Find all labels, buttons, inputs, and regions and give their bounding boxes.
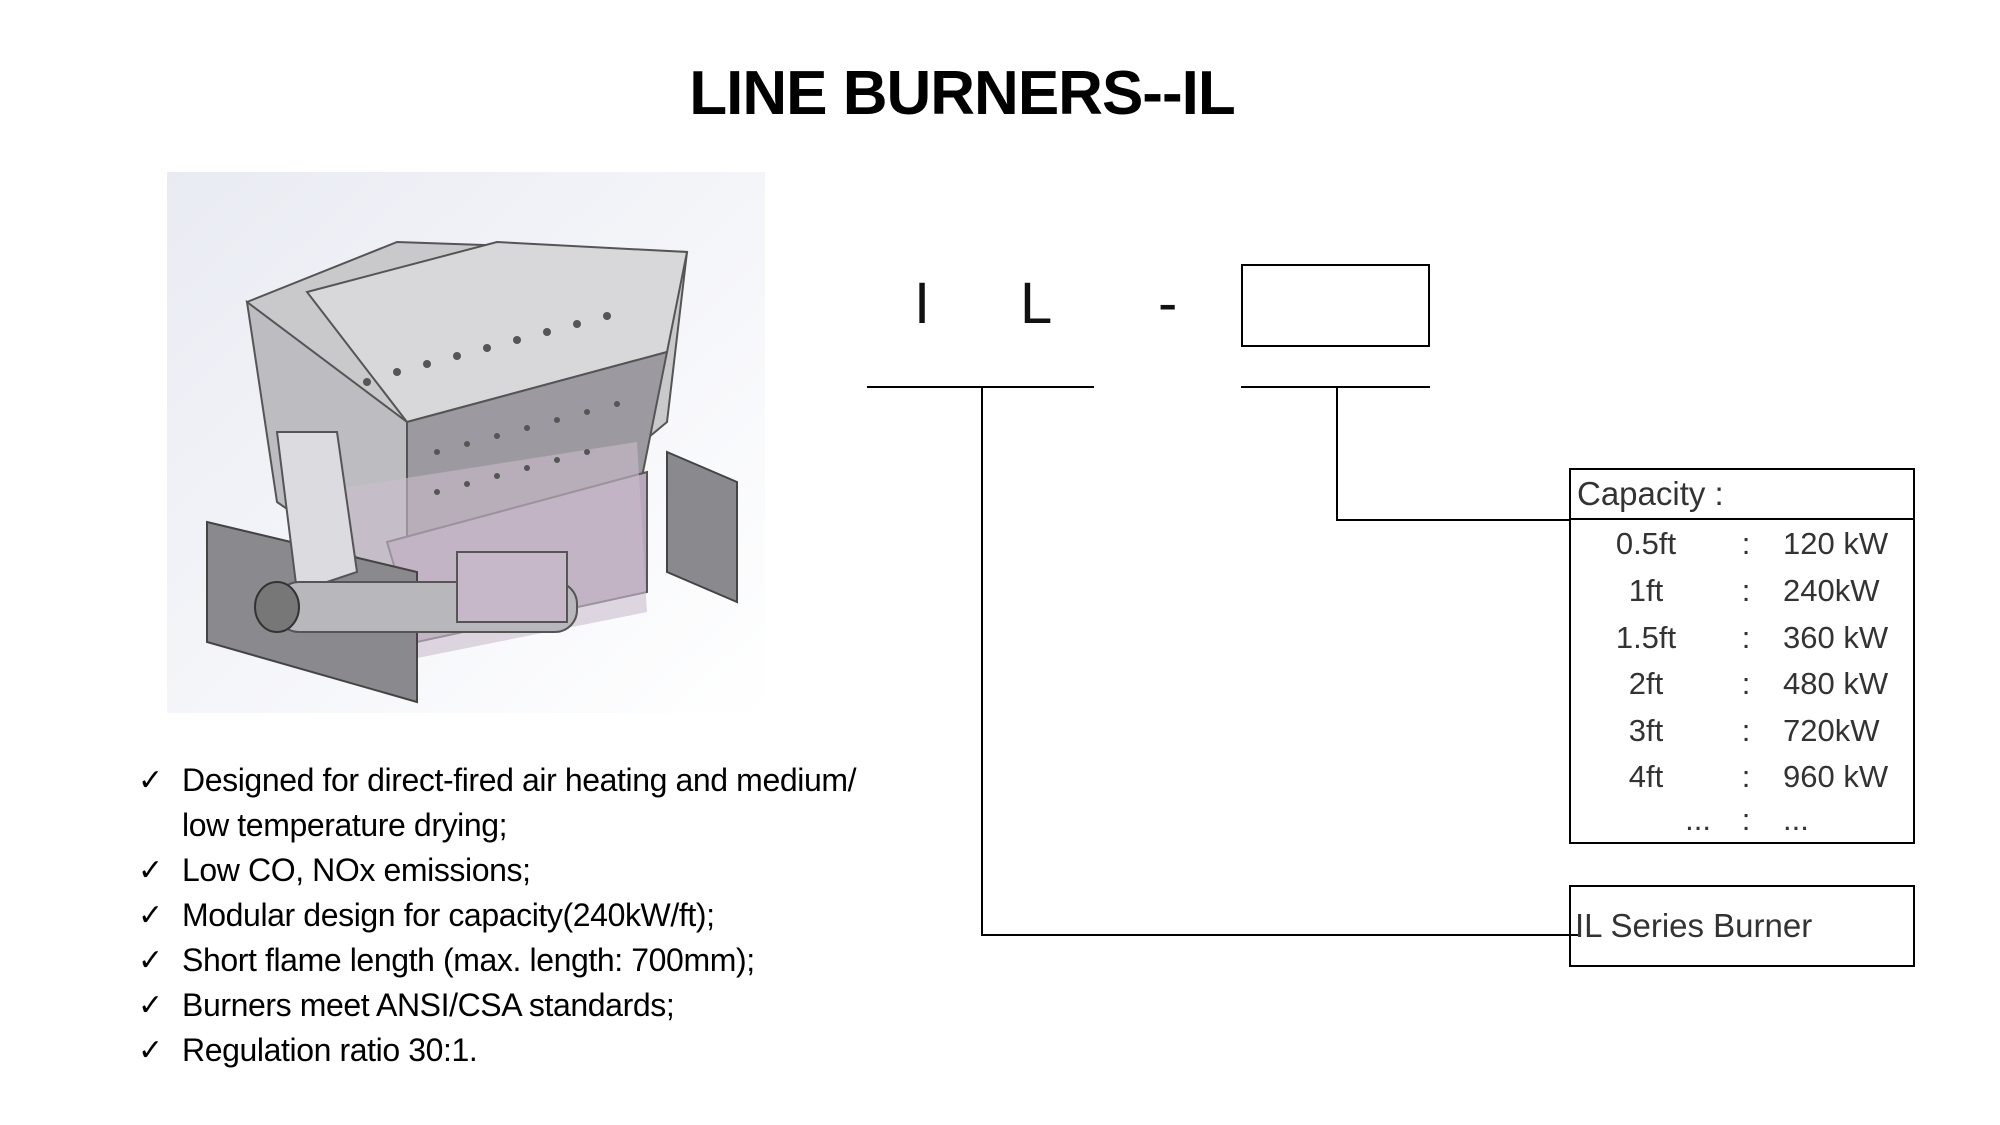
connector-series-horizontal xyxy=(981,934,1578,936)
model-code-letter-i: I xyxy=(914,271,931,336)
length: 3ft xyxy=(1628,713,1664,748)
length: 4ft xyxy=(1628,759,1664,794)
check-icon: ✓ xyxy=(138,944,163,977)
capacity-row: ...:... xyxy=(1571,802,1913,842)
separator: : xyxy=(1741,526,1751,561)
feature-item: ✓Modular design for capacity(240kW/ft); xyxy=(138,893,902,938)
connector-series-vertical xyxy=(981,387,983,936)
check-icon: ✓ xyxy=(138,899,163,932)
capacity-header: Capacity : xyxy=(1571,470,1913,520)
separator: : xyxy=(1741,620,1751,655)
connector-capacity-horizontal xyxy=(1336,519,1570,521)
capacity-row: 3ft:720kW xyxy=(1571,713,1913,753)
length: 1.5ft xyxy=(1615,620,1677,655)
capacity-row: 0.5ft:120 kW xyxy=(1571,526,1913,566)
length: 2ft xyxy=(1628,666,1664,701)
separator: : xyxy=(1741,802,1751,837)
check-icon: ✓ xyxy=(138,989,163,1022)
separator: : xyxy=(1741,713,1751,748)
underline-capacity xyxy=(1241,386,1430,388)
power: 480 kW xyxy=(1783,666,1889,701)
capacity-row: 2ft:480 kW xyxy=(1571,666,1913,706)
underline-series xyxy=(867,386,1094,388)
model-code-letter-l: L xyxy=(1020,271,1053,336)
feature-item: ✓Designed for direct-fired air heating a… xyxy=(138,758,902,848)
series-label-box: IL Series Burner xyxy=(1569,885,1915,967)
feature-list: ✓Designed for direct-fired air heating a… xyxy=(138,758,902,1073)
check-icon: ✓ xyxy=(138,854,163,887)
series-label: IL Series Burner xyxy=(1575,907,1813,944)
length: 1ft xyxy=(1628,573,1664,608)
separator: : xyxy=(1741,573,1751,608)
power: 960 kW xyxy=(1783,759,1889,794)
model-code-dash: - xyxy=(1158,271,1178,336)
length: ... xyxy=(1685,802,1711,837)
model-code-capacity-slot xyxy=(1241,264,1430,347)
power: 360 kW xyxy=(1783,620,1889,655)
capacity-row: 1.5ft:360 kW xyxy=(1571,620,1913,660)
connector-capacity-vertical xyxy=(1336,387,1338,520)
capacity-row: 1ft:240kW xyxy=(1571,573,1913,613)
separator: : xyxy=(1741,666,1751,701)
separator: : xyxy=(1741,759,1751,794)
feature-item: ✓Regulation ratio 30:1. xyxy=(138,1028,902,1073)
feature-item: ✓Low CO, NOx emissions; xyxy=(138,848,902,893)
burner-product-image xyxy=(167,172,765,713)
check-icon: ✓ xyxy=(138,1034,163,1067)
capacity-table: Capacity : 0.5ft:120 kW 1ft:240kW 1.5ft:… xyxy=(1569,468,1915,844)
length: 0.5ft xyxy=(1615,526,1677,561)
check-icon: ✓ xyxy=(138,764,163,797)
feature-item: ✓Burners meet ANSI/CSA standards; xyxy=(138,983,902,1028)
power: 240kW xyxy=(1783,573,1880,608)
power: 720kW xyxy=(1783,713,1880,748)
capacity-row: 4ft:960 kW xyxy=(1571,759,1913,799)
page-title: LINE BURNERS--IL xyxy=(689,59,1235,128)
power: ... xyxy=(1783,802,1809,837)
power: 120 kW xyxy=(1783,526,1889,561)
feature-item: ✓Short flame length (max. length: 700mm)… xyxy=(138,938,902,983)
